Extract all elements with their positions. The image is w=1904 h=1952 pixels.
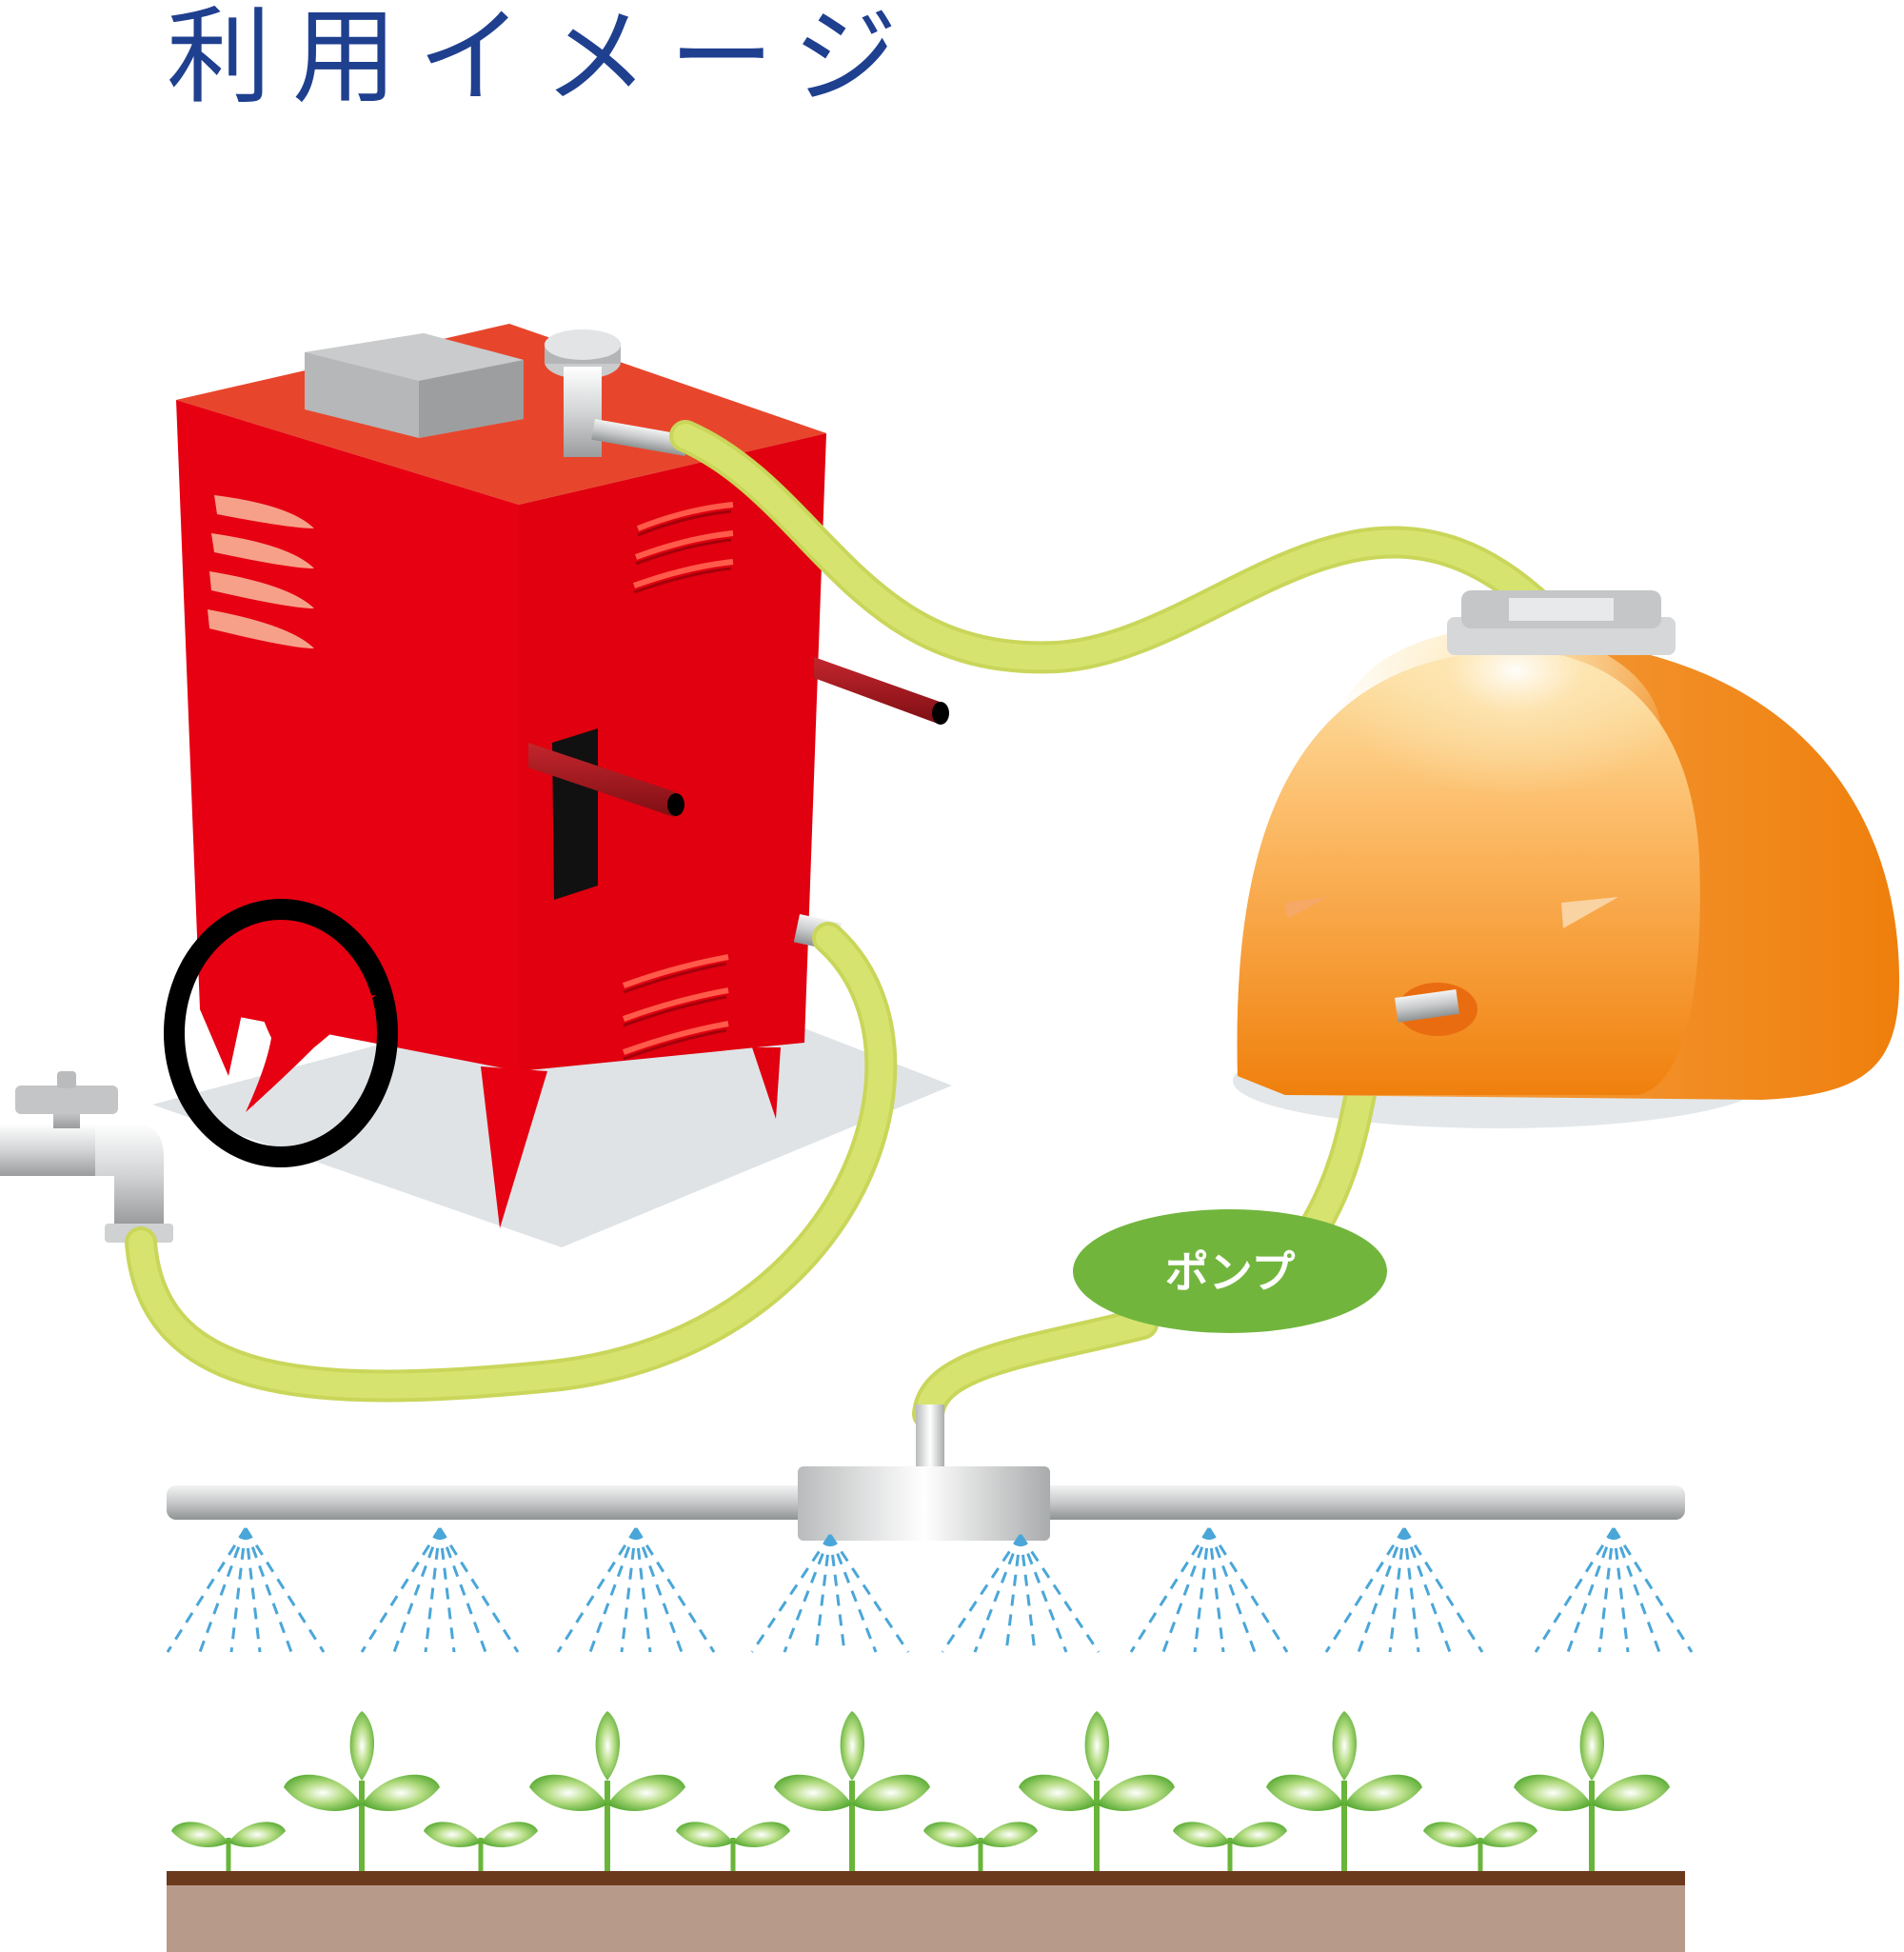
pump-label: ポンプ bbox=[1165, 1247, 1296, 1297]
soil-strip bbox=[167, 1871, 1685, 1886]
sprinkler-pipe-icon bbox=[166, 1404, 1694, 1653]
faucet-icon bbox=[0, 1071, 173, 1243]
heater-machine-icon bbox=[164, 324, 949, 1228]
hoses bbox=[125, 420, 1558, 1430]
page-title: 利用イメージ bbox=[167, 0, 919, 118]
pump-badge: ポンプ bbox=[1073, 1209, 1387, 1333]
water-tank-icon bbox=[1237, 590, 1899, 1100]
soil-body bbox=[167, 1885, 1685, 1952]
spray-nozzles bbox=[166, 1527, 1694, 1653]
